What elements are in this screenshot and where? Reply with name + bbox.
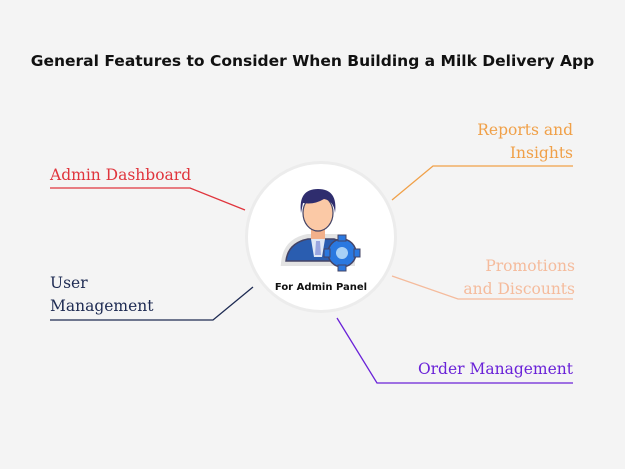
feature-label: Management (50, 297, 154, 315)
center-label: For Admin Panel (274, 282, 368, 293)
connector-reports (391, 165, 573, 201)
feature-label: Promotions (485, 257, 575, 275)
feature-label: User (50, 274, 88, 292)
connector-order-management (336, 317, 573, 384)
feature-user-management: User Management (50, 272, 154, 318)
feature-label: Admin Dashboard (50, 166, 192, 184)
feature-order-management: Order Management (418, 358, 573, 381)
connector-admin-dashboard (50, 187, 246, 211)
feature-promotions-discounts: Promotions and Discounts (463, 255, 575, 301)
connector-user-management (50, 286, 254, 321)
feature-label: and Discounts (463, 280, 575, 298)
feature-label: Order Management (417, 360, 573, 378)
page-title: General Features to Consider When Buildi… (30, 52, 595, 70)
feature-label: Insights (509, 144, 573, 162)
feature-label: Reports and (477, 121, 573, 139)
admin-gear-icon (280, 189, 361, 272)
feature-reports-insights: Reports and Insights (477, 119, 573, 165)
feature-admin-dashboard: Admin Dashboard (50, 164, 191, 187)
connector-promotions (391, 275, 573, 300)
